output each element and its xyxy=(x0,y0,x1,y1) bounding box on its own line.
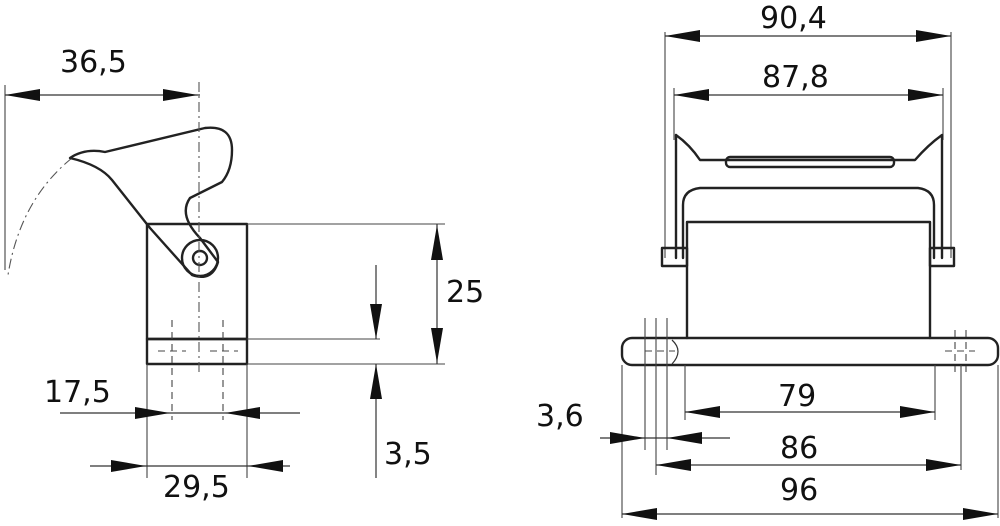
bar-grip xyxy=(724,155,896,169)
dim-label-90-4: 90,4 xyxy=(760,1,827,36)
dimension-3-6: 3,6 xyxy=(536,399,730,444)
dim-label-86: 86 xyxy=(780,431,818,466)
side-view: 36,5 25 xyxy=(4,45,484,505)
dim-label-25: 25 xyxy=(446,275,484,310)
dimension-90-4: 90,4 xyxy=(664,1,952,258)
dimension-36-5: 36,5 xyxy=(4,45,200,270)
dim-label-96: 96 xyxy=(780,473,818,508)
dim-label-3-6: 3,6 xyxy=(536,399,584,434)
dimension-96: 96 xyxy=(622,473,998,520)
dim-label-17-5: 17,5 xyxy=(44,375,111,410)
dim-label-79: 79 xyxy=(778,379,816,414)
base-flange xyxy=(620,336,1000,367)
lever-pivot-outer xyxy=(180,238,220,278)
locking-bar xyxy=(674,133,944,260)
dimension-17-5: 17,5 xyxy=(44,375,300,419)
pin-left xyxy=(660,246,689,268)
locking-lever xyxy=(68,126,234,279)
dimension-3-5: 3,5 xyxy=(370,265,432,478)
dimension-87-8: 87,8 xyxy=(673,60,944,140)
dimension-29-5: 29,5 xyxy=(90,460,290,505)
housing-base xyxy=(145,337,249,366)
lever-swing-arc xyxy=(7,157,73,276)
dim-label-87-8: 87,8 xyxy=(762,60,829,95)
dim-label-29-5: 29,5 xyxy=(163,470,230,505)
housing-body xyxy=(685,220,932,340)
front-view: 90,4 87,8 xyxy=(536,1,1000,520)
dimension-86: 86 xyxy=(656,431,961,471)
dim-label-3-5: 3,5 xyxy=(384,437,432,472)
dimension-79: 79 xyxy=(685,379,935,418)
pin-right xyxy=(928,246,956,268)
dimension-25: 25 xyxy=(431,224,484,364)
dim-label-36-5: 36,5 xyxy=(60,45,127,80)
lever-pivot-inner xyxy=(191,249,209,267)
